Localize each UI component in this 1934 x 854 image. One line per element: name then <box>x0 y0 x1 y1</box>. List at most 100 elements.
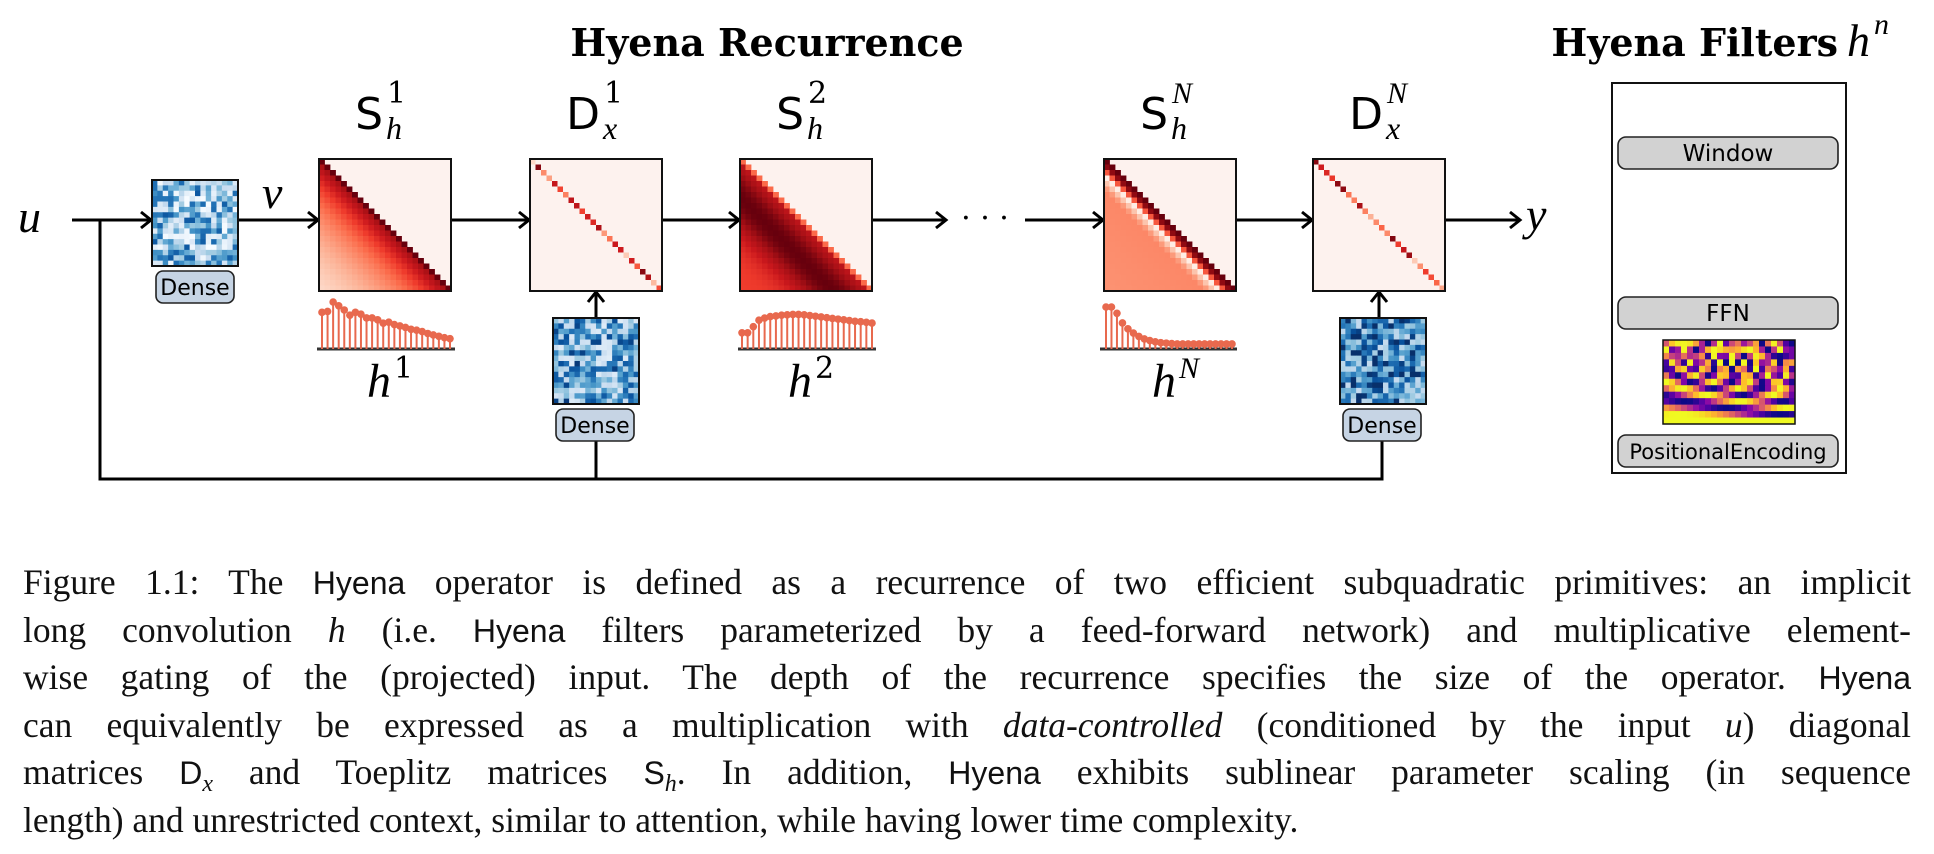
matrix-cell <box>374 263 380 270</box>
posenc-cell <box>1771 385 1778 393</box>
matrix-cell <box>745 285 752 292</box>
matrix-cell <box>401 247 408 253</box>
matrix-cell <box>319 170 325 176</box>
dense-cell <box>227 260 234 267</box>
dense-cell <box>211 206 217 213</box>
matrix-cell <box>401 285 408 292</box>
matrix-cell <box>756 225 763 231</box>
matrix-cell <box>784 263 790 270</box>
dense-cell <box>1350 339 1357 346</box>
matrix-cell <box>795 247 801 253</box>
matrix-cell <box>1137 214 1143 220</box>
dense-cell <box>558 334 565 340</box>
matrix-cell <box>767 285 774 292</box>
dense-cell <box>1356 387 1362 394</box>
matrix-cell <box>756 241 763 248</box>
dense-cell <box>1420 382 1427 389</box>
matrix-cell <box>1153 280 1160 286</box>
matrix-cell <box>806 247 812 253</box>
posenc-cell <box>1717 365 1724 373</box>
dense-cell <box>1361 344 1368 351</box>
matrix-cell <box>330 175 336 182</box>
stem-marker <box>1107 303 1116 311</box>
matrix-cell <box>319 181 325 187</box>
dense-cell <box>216 223 223 229</box>
dense-cell <box>1399 323 1405 330</box>
dense-cell <box>221 255 228 262</box>
dense-cell <box>1404 318 1411 324</box>
matrix-cell <box>374 247 380 253</box>
dense-cell <box>563 334 570 340</box>
dense-cell <box>579 387 586 394</box>
dense-cell <box>162 249 169 256</box>
dense-cell <box>184 180 191 186</box>
matrix-cell <box>1192 280 1198 286</box>
matrix-diagonal-cell <box>612 241 618 247</box>
stem-marker <box>362 314 371 322</box>
matrix-cell <box>822 258 829 264</box>
matrix-cell <box>1120 280 1127 286</box>
matrix-cell <box>1120 197 1127 204</box>
matrix-cell <box>784 230 790 237</box>
dense-cell <box>1366 334 1373 340</box>
dense-border <box>151 179 239 267</box>
dense-cell <box>168 233 174 240</box>
dense-cell <box>195 212 201 219</box>
dense-cell <box>563 382 570 389</box>
matrix-cell <box>1120 241 1127 248</box>
matrix-cell <box>1225 285 1231 292</box>
dense-cell <box>1404 328 1411 335</box>
dense-cell <box>227 228 234 235</box>
matrix-cell <box>789 269 796 275</box>
dense-cell <box>232 201 239 208</box>
input-label-u: u <box>18 191 41 242</box>
matrix-cell <box>407 252 413 259</box>
matrix-cell <box>1208 280 1215 286</box>
h1-stem-plot <box>317 298 455 351</box>
dense-cell <box>596 318 602 324</box>
posenc-cell <box>1687 398 1694 406</box>
dense-cell <box>1399 387 1405 394</box>
matrix-cell <box>1159 241 1165 248</box>
matrix-cell <box>390 230 397 237</box>
matrix-cell <box>434 280 441 286</box>
matrix-cell <box>324 263 331 270</box>
dense-cell <box>574 382 581 389</box>
matrix-cell <box>1181 258 1187 264</box>
matrix-cell <box>784 285 790 292</box>
operator-superscript: 1 <box>387 76 406 111</box>
dense-cell <box>606 355 613 362</box>
filter-pill-label: PositionalEncoding <box>1629 440 1826 464</box>
matrix-cell <box>1115 192 1121 198</box>
matrix-cell <box>1214 285 1220 292</box>
posenc-cell <box>1699 352 1706 360</box>
dense-cell <box>178 212 185 219</box>
dense-cell <box>195 180 201 186</box>
matrix-cell <box>407 258 413 264</box>
caption-segment: Hyena <box>1818 660 1912 696</box>
dense-cell <box>232 190 239 197</box>
matrix-cell <box>756 214 763 220</box>
stem-marker <box>1189 340 1198 348</box>
matrix-cell <box>795 269 801 275</box>
dense-cell <box>168 223 174 229</box>
dense-cell <box>1388 350 1395 357</box>
posenc-cell <box>1681 372 1688 380</box>
dense-cell <box>628 328 635 335</box>
matrix-cell <box>795 225 801 231</box>
posenc-cell <box>1747 352 1754 360</box>
dense-cell <box>574 328 581 335</box>
matrix-cell <box>1120 208 1127 215</box>
dense-cell <box>1356 398 1362 405</box>
matrix-cell <box>784 269 790 275</box>
dense-cell <box>1399 366 1405 373</box>
matrix-cell <box>778 285 785 292</box>
dense-cell <box>1366 355 1373 362</box>
dense-cell <box>553 323 559 330</box>
matrix-cell <box>822 280 829 286</box>
dense-cell <box>200 185 207 192</box>
dense-cell <box>221 206 228 213</box>
dense-cell <box>633 339 640 346</box>
dense-cell <box>195 255 201 262</box>
operator-subscript: h <box>386 110 402 146</box>
